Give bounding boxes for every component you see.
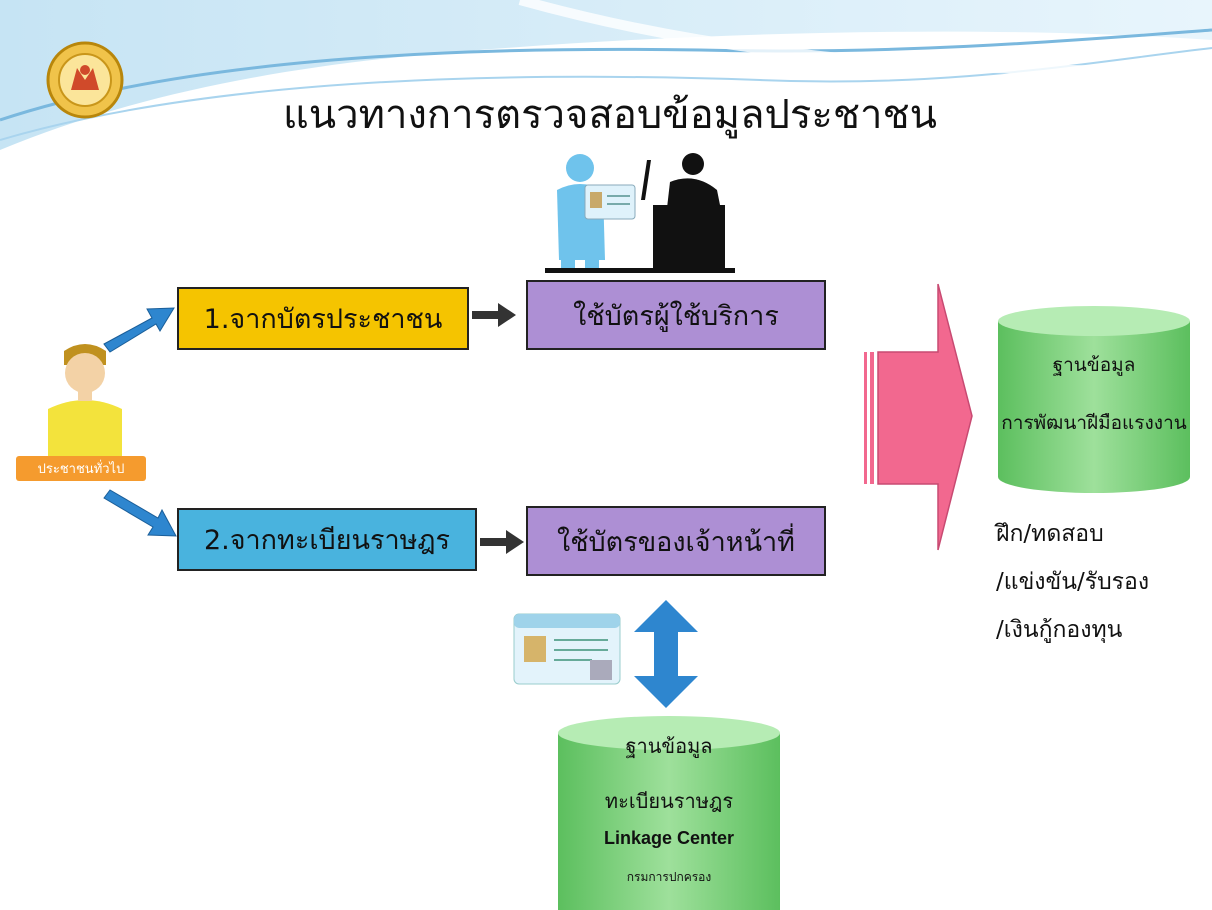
service-item-3: /เงินกู้กองทุน — [996, 617, 1123, 643]
registry-db-title: ฐานข้อมูล — [625, 734, 713, 758]
step2-civil-registry-box: 2.จากทะเบียนราษฎร — [177, 508, 477, 571]
registry-db-subtitle: ทะเบียนราษฎร — [604, 789, 734, 813]
ministry-seal-logo — [46, 41, 124, 119]
action-officer-card-box: ใช้บัตรของเจ้าหน้าที่ — [526, 506, 826, 576]
big-pink-arrow-icon — [864, 283, 973, 551]
service-item-1: ฝึก/ทดสอบ — [996, 521, 1104, 547]
arrow-to-step2-icon — [103, 489, 177, 537]
registry-database-cylinder — [558, 716, 780, 910]
service-counter-icon — [545, 153, 735, 273]
service-item-2: /แข่งขัน/รับรอง — [996, 569, 1150, 595]
registry-db-linkage: Linkage Center — [603, 828, 735, 848]
citizen-person-icon — [48, 344, 122, 458]
id-card-icon — [513, 613, 621, 685]
step1-id-card-box: 1.จากบัตรประชาชน — [177, 287, 469, 350]
skill-db-title: ฐานข้อมูล — [1052, 354, 1136, 376]
skill-database-cylinder — [998, 306, 1190, 493]
bidirectional-arrow-icon — [634, 600, 698, 708]
arrow-to-step1-icon — [103, 307, 175, 353]
skill-db-subtitle: การพัฒนาฝีมือแรงงาน — [1001, 412, 1187, 434]
arrow-step2-to-action-icon — [480, 530, 524, 554]
registry-db-agency: กรมการปกครอง — [626, 870, 712, 884]
citizen-label: ประชาชนทั่วไป — [16, 456, 146, 481]
page-title: แนวทางการตรวจสอบข้อมูลประชาชน — [282, 92, 937, 138]
header-swoosh — [0, 0, 1212, 150]
arrow-step1-to-action-icon — [472, 303, 516, 327]
action-user-card-box: ใช้บัตรผู้ใช้บริการ — [526, 280, 826, 350]
